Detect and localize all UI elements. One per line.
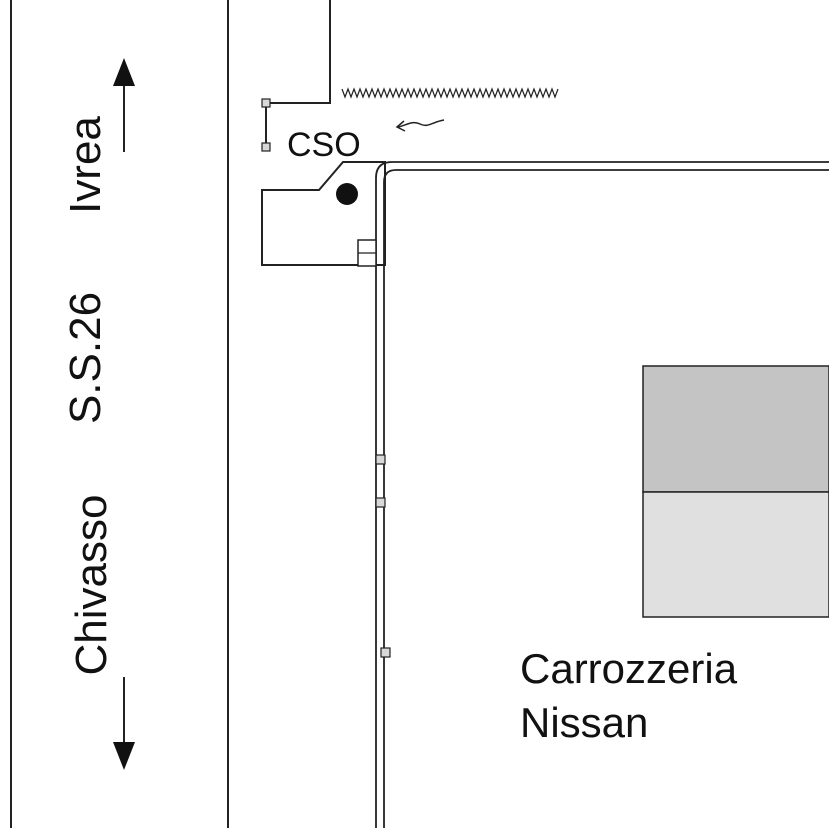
channel-node bbox=[380, 647, 391, 658]
zigzag-vegetation-icon bbox=[341, 87, 559, 99]
flow-arrow-icon bbox=[395, 119, 445, 132]
business-label-line2: Nissan bbox=[520, 699, 649, 746]
destination-label-chivasso: Chivasso bbox=[67, 494, 116, 676]
business-label: Carrozzeria Nissan bbox=[520, 642, 737, 750]
gate-box bbox=[357, 239, 377, 267]
filled-circle-icon bbox=[336, 183, 358, 205]
arrow-up-icon bbox=[113, 58, 135, 152]
pipe-node bbox=[261, 98, 271, 108]
pipe-node bbox=[261, 142, 271, 152]
road-name-label: S.S.26 bbox=[61, 291, 110, 425]
cso-label: CSO bbox=[287, 126, 361, 164]
channel-node bbox=[375, 497, 386, 508]
channel-node bbox=[375, 454, 386, 465]
main-channel-outer bbox=[375, 161, 829, 828]
business-label-line1: Carrozzeria bbox=[520, 645, 738, 692]
main-channel-inner bbox=[383, 169, 829, 828]
upstream-pipe bbox=[261, 0, 331, 152]
arrow-down-icon bbox=[113, 677, 135, 770]
destination-label-ivrea: Ivrea bbox=[61, 116, 110, 214]
building-block bbox=[642, 365, 829, 618]
